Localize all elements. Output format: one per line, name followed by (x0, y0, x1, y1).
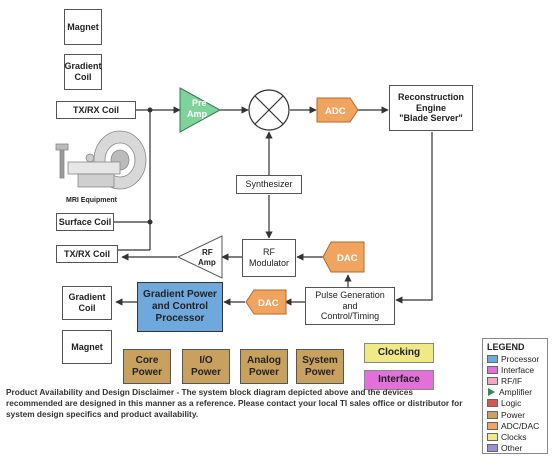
legend-swatch-icon (487, 376, 498, 385)
dac-right-shape (322, 241, 365, 273)
legend-item-label: Other (501, 443, 523, 454)
rf-amp-label-line2: Amp (198, 258, 216, 267)
legend-item-label: Clocks (501, 431, 527, 442)
amplifier-legend-icon (488, 388, 495, 397)
magnet-block-top: Magnet (64, 9, 102, 45)
legend-item: Logic (487, 398, 543, 409)
core-power-block: Core Power (123, 349, 171, 384)
txrx-coil-block-bottom: TX/RX Coil (56, 245, 118, 263)
magnet-block-bottom: Magnet (62, 330, 112, 364)
legend-item: RF/IF (487, 375, 543, 386)
rf-modulator-block: RF Modulator (242, 239, 296, 277)
preamp-label-line2: Amp (187, 109, 208, 119)
legend-item-label: Logic (501, 398, 522, 409)
legend-swatch-icon (487, 410, 498, 419)
legend-swatch-icon (487, 365, 498, 374)
preamp-label-line1: Pre (192, 98, 207, 108)
gradient-coil-block-bottom: Gradient Coil (62, 286, 112, 320)
legend-item: Clocks (487, 431, 543, 442)
mri-machine-icon (55, 130, 147, 190)
gradient-power-processor-block: Gradient Power and Control Processor (137, 282, 223, 332)
legend-swatch-icon (487, 399, 498, 408)
surface-coil-block: Surface Coil (56, 213, 114, 231)
legend-item-label: Processor (501, 353, 540, 364)
interface-block: Interface (364, 370, 434, 390)
design-disclaimer: Product Availability and Design Disclaim… (6, 387, 463, 419)
legend-item: Processor (487, 353, 543, 364)
synthesizer-block: Synthesizer (236, 175, 302, 194)
txrx-coil-block-top: TX/RX Coil (56, 101, 136, 119)
legend-swatch-icon (487, 432, 498, 441)
dac-left-label: DAC (258, 298, 279, 309)
legend-item: ADC/DAC (487, 420, 543, 431)
legend-item-label: RF/IF (501, 375, 523, 386)
mri-equipment-label: MRI Equipment (66, 197, 118, 204)
system-power-block: System Power (296, 349, 344, 384)
dac-left-shape (245, 289, 287, 315)
dac-right-label: DAC (337, 253, 358, 264)
adc-shape (316, 97, 359, 123)
gradient-coil-block-top: Gradient Coil (64, 54, 102, 90)
legend-swatch-icon (487, 354, 498, 363)
adc-label: ADC (325, 106, 346, 117)
legend-title: LEGEND (487, 342, 525, 352)
legend-item: Power (487, 409, 543, 420)
legend-swatch-icon (487, 444, 498, 453)
analog-power-block: Analog Power (240, 349, 288, 384)
legend-item-label: Amplifier (499, 387, 533, 398)
reconstruction-engine-block: Reconstruction Engine "Blade Server" (389, 85, 473, 131)
legend-item-label: Power (501, 409, 526, 420)
rf-amp-label-line1: RF (202, 248, 213, 257)
preamp-triangle (179, 87, 222, 133)
legend-item-label: ADC/DAC (501, 420, 540, 431)
legend-item-label: Interface (501, 364, 535, 375)
legend-item: Amplifier (487, 387, 543, 398)
legend-item: Other (487, 443, 543, 454)
rf-amp-triangle (176, 235, 223, 279)
pulse-generation-block: Pulse Generation and Control/Timing (305, 287, 395, 325)
io-power-block: I/O Power (182, 349, 230, 384)
legend-item: Interface (487, 364, 543, 375)
legend-swatch-icon (487, 421, 498, 430)
clocking-block: Clocking (364, 343, 434, 363)
